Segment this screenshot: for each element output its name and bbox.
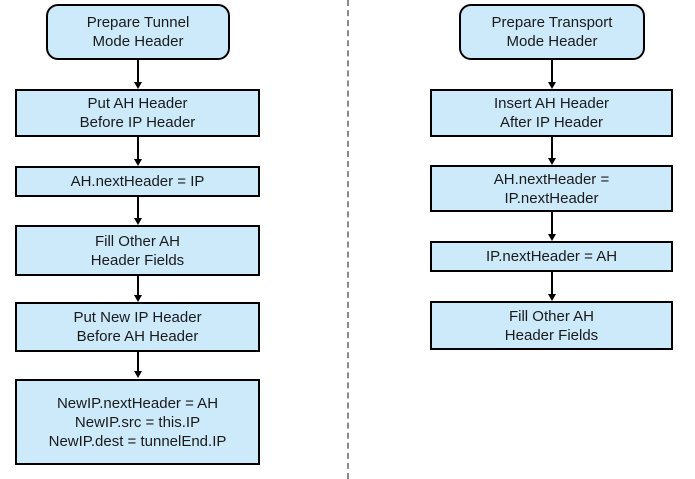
- arrowhead-tunnel-step2: [133, 159, 142, 166]
- node-text-line: Fill Other AH: [94, 232, 181, 250]
- connector-tunnel-step2-to-step3: [137, 197, 139, 219]
- connector-transport-step2-to-step3: [551, 212, 553, 235]
- node-text-line: Mode Header: [506, 33, 598, 50]
- arrowhead-transport-step1: [547, 82, 556, 89]
- node-text-line: AH.nextHeader = IP: [70, 173, 205, 190]
- node-text-line: Prepare Tunnel: [86, 14, 190, 31]
- connector-tunnel-step4-to-step5: [137, 352, 139, 372]
- arrowhead-tunnel-step4: [133, 295, 142, 302]
- node-transport-step-2[interactable]: AH.nextHeader = IP.nextHeader: [430, 165, 673, 212]
- node-text-line: NewIP.src = this.IP: [74, 413, 201, 431]
- node-text-line: Fill Other AH: [508, 307, 595, 325]
- node-text-line: Mode Header: [92, 33, 184, 50]
- arrowhead-transport-step2: [547, 158, 556, 165]
- node-text-line: NewIP.dest = tunnelEnd.IP: [48, 432, 227, 450]
- node-tunnel-start[interactable]: Prepare Tunnel Mode Header: [46, 4, 230, 60]
- arrowhead-tunnel-step1: [133, 82, 142, 89]
- arrowhead-transport-step3: [547, 234, 556, 241]
- vertical-dashed-separator: [347, 0, 349, 479]
- arrowhead-tunnel-step3: [133, 218, 142, 225]
- node-transport-start[interactable]: Prepare Transport Mode Header: [459, 4, 645, 60]
- node-text-line: Put New IP Header: [73, 309, 202, 326]
- node-text-line: Before AH Header: [76, 328, 199, 345]
- node-text-line: Before IP Header: [79, 114, 196, 131]
- connector-transport-step1-to-step2: [551, 137, 553, 159]
- node-text-line: IP.nextHeader = AH: [485, 248, 618, 265]
- node-transport-step-3[interactable]: IP.nextHeader = AH: [430, 241, 673, 272]
- connector-tunnel-step3-to-step4: [137, 276, 139, 296]
- node-text-line: After IP Header: [499, 114, 604, 131]
- node-transport-step-4[interactable]: Fill Other AH Header Fields: [430, 301, 673, 350]
- node-text-line: Prepare Transport: [491, 14, 613, 31]
- node-text-line: Put AH Header: [87, 95, 188, 112]
- node-tunnel-step-5[interactable]: NewIP.nextHeader = AH NewIP.src = this.I…: [15, 379, 260, 465]
- connector-tunnel-start-to-step1: [137, 60, 139, 83]
- node-text-line: Header Fields: [504, 326, 599, 344]
- connector-tunnel-step1-to-step2: [137, 137, 139, 160]
- node-text-line: IP.nextHeader: [504, 189, 599, 207]
- arrowhead-tunnel-step5: [133, 371, 142, 378]
- node-tunnel-step-2[interactable]: AH.nextHeader = IP: [15, 166, 260, 197]
- node-tunnel-step-1[interactable]: Put AH Header Before IP Header: [15, 89, 260, 137]
- node-tunnel-step-3[interactable]: Fill Other AH Header Fields: [15, 225, 260, 276]
- connector-transport-start-to-step1: [551, 60, 553, 83]
- node-text-line: Insert AH Header: [493, 95, 610, 112]
- arrowhead-transport-step4: [547, 294, 556, 301]
- node-transport-step-1[interactable]: Insert AH Header After IP Header: [430, 89, 673, 137]
- node-tunnel-step-4[interactable]: Put New IP Header Before AH Header: [15, 302, 260, 352]
- connector-transport-step3-to-step4: [551, 272, 553, 295]
- node-text-line: AH.nextHeader =: [493, 170, 610, 188]
- node-text-line: NewIP.nextHeader = AH: [56, 394, 219, 412]
- node-text-line: Header Fields: [90, 251, 185, 269]
